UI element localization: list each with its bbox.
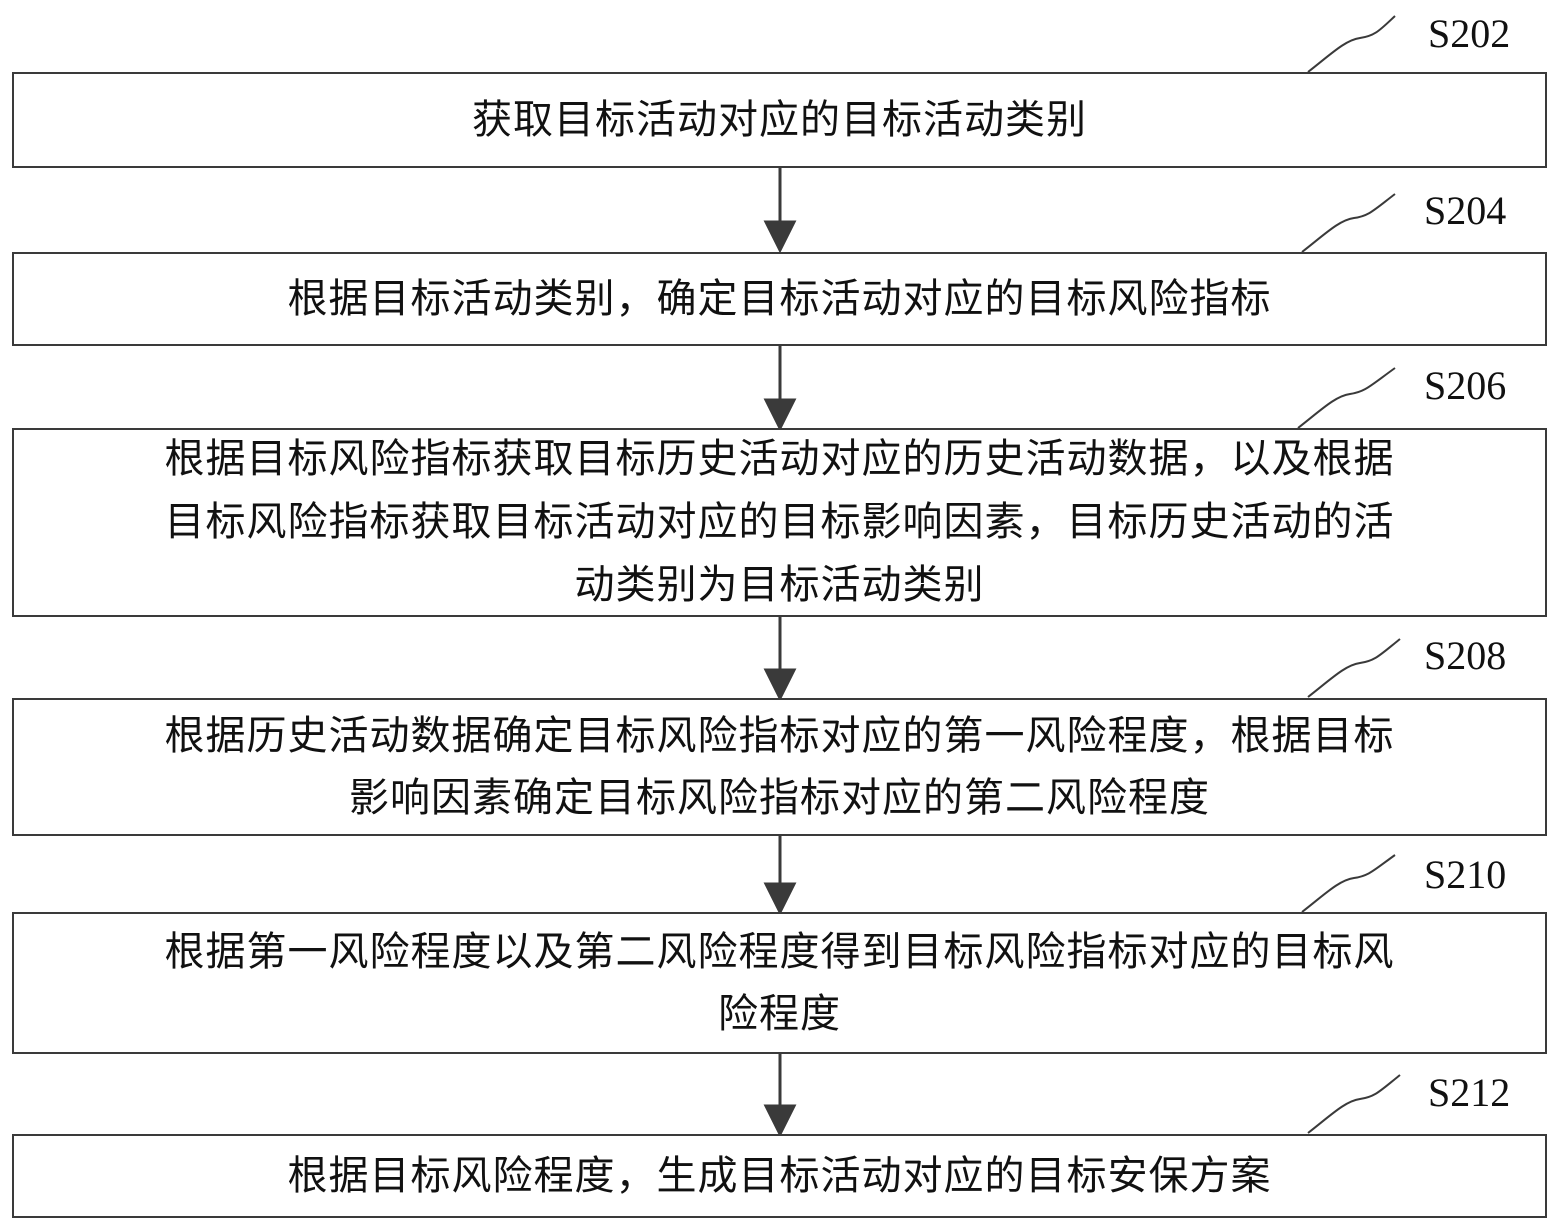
arrowhead-1 <box>763 220 797 254</box>
step-text-s210: 根据第一风险程度以及第二风险程度得到目标风险指标对应的目标风 险程度 <box>164 929 1395 1037</box>
step-id-s208: S208 <box>1424 633 1507 678</box>
step-box-s204: 根据目标活动类别，确定目标活动对应的目标风险指标 <box>12 252 1547 346</box>
step-box-s206: 根据目标风险指标获取目标历史活动对应的历史活动数据，以及根据 目标风险指标获取目… <box>12 428 1547 617</box>
step-id-s204: S204 <box>1424 188 1507 233</box>
step-text-s206: 根据目标风险指标获取目标历史活动对应的历史活动数据，以及根据 目标风险指标获取目… <box>164 436 1395 608</box>
step-id-s202: S202 <box>1428 11 1511 56</box>
leader-line-s206 <box>1297 367 1396 429</box>
step-box-s208: 根据历史活动数据确定目标风险指标对应的第一风险程度，根据目标 影响因素确定目标风… <box>12 698 1547 836</box>
step-id-s212: S212 <box>1428 1070 1511 1115</box>
leader-line-s212 <box>1307 1074 1401 1134</box>
arrowhead-4 <box>763 882 797 916</box>
step-id-s206: S206 <box>1424 363 1507 408</box>
leader-line-s202 <box>1307 15 1396 73</box>
leader-line-s204 <box>1301 193 1396 253</box>
step-text-s204: 根据目标活动类别，确定目标活动对应的目标风险指标 <box>287 276 1272 322</box>
step-box-s210: 根据第一风险程度以及第二风险程度得到目标风险指标对应的目标风 险程度 <box>12 912 1547 1054</box>
step-id-s210: S210 <box>1424 852 1507 897</box>
arrowhead-5 <box>763 1104 797 1138</box>
step-box-s212: 根据目标风险程度，生成目标活动对应的目标安保方案 <box>12 1134 1547 1218</box>
arrowhead-3 <box>763 668 797 702</box>
step-text-s208: 根据历史活动数据确定目标风险指标对应的第一风险程度，根据目标 影响因素确定目标风… <box>164 713 1395 821</box>
leader-line-s210 <box>1301 854 1396 913</box>
step-text-s202: 获取目标活动对应的目标活动类别 <box>472 97 1087 143</box>
arrowhead-2 <box>763 398 797 432</box>
step-box-s202: 获取目标活动对应的目标活动类别 <box>12 72 1547 168</box>
leader-line-s208 <box>1307 638 1401 698</box>
step-text-s212: 根据目标风险程度，生成目标活动对应的目标安保方案 <box>287 1153 1272 1199</box>
